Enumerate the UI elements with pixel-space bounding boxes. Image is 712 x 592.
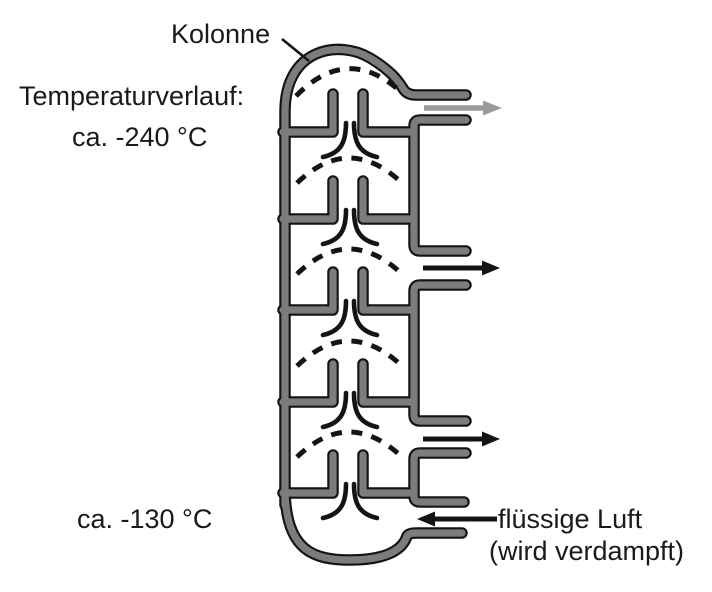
right-wall-upper-outline (414, 120, 466, 251)
right-wall-middle (414, 285, 466, 421)
trays (283, 94, 412, 493)
kolonne-pointer-line (281, 37, 310, 63)
lower-outlet-arrow-head (482, 431, 500, 447)
temperature-top-label: ca. -240 °C (72, 122, 208, 152)
middle-outlet-arrow-head (482, 260, 500, 276)
right-wall-middle-outline (414, 285, 466, 421)
vessel-outline-pass (283, 49, 466, 560)
right-wall-upper (414, 120, 466, 251)
temperature-bottom-label: ca. -130 °C (77, 504, 213, 534)
inlet-arrow (417, 511, 497, 527)
inlet-label-line1: flüssige Luft (498, 504, 643, 534)
lower-outlet-arrow (423, 431, 500, 447)
trays-outline (283, 94, 412, 493)
top-outlet-arrow-head (483, 100, 502, 116)
inlet-label-line2: (wird verdampft) (489, 536, 685, 566)
right-wall-lower-outline (414, 453, 466, 502)
kolonne-label: Kolonne (171, 19, 271, 49)
right-wall-lower (414, 453, 466, 502)
vapor-flow-curves (320, 120, 380, 521)
inlet-arrow-head (417, 511, 435, 527)
top-outlet-arrow (424, 100, 502, 116)
temperature-heading-label: Temperaturverlauf: (19, 81, 245, 111)
middle-outlet-arrow (423, 260, 500, 276)
